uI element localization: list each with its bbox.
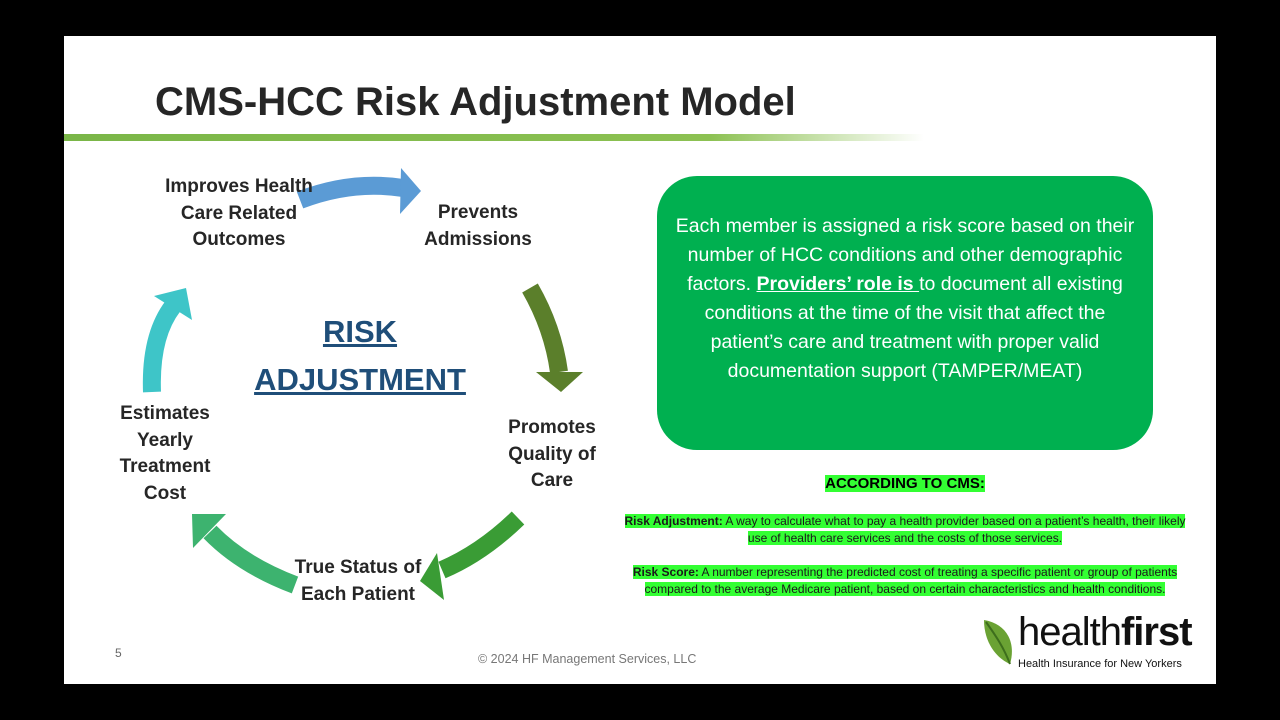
- title-underline-bar: [64, 134, 924, 141]
- center-label: RISK ADJUSTMENT: [240, 308, 480, 404]
- definition-term: Risk Score:: [632, 565, 699, 579]
- definition-term: Risk Adjustment:: [624, 514, 723, 528]
- center-label-line1: RISK: [322, 314, 398, 349]
- slide: CMS-HCC Risk Adjustment Model Improves H…: [64, 36, 1216, 684]
- definition-risk-adjustment: Risk Adjustment: A way to calculate what…: [620, 513, 1190, 547]
- cms-heading: ACCORDING TO CMS:: [825, 475, 985, 492]
- step-true-status: True Status of Each Patient: [294, 557, 422, 605]
- step-estimates-cost: Estimates Yearly Treatment Cost: [119, 403, 211, 504]
- step-promotes-quality: Promotes Quality of Care: [508, 417, 596, 491]
- arrow-blue: [296, 168, 421, 214]
- arrow-olive: [522, 283, 583, 392]
- copyright: © 2024 HF Management Services, LLC: [478, 652, 697, 666]
- arrow-green: [420, 511, 525, 600]
- callout-box: Each member is assigned a risk score bas…: [657, 176, 1153, 450]
- healthfirst-logo: healthfirst Health Insurance for New Yor…: [982, 610, 1193, 672]
- definition-text: A way to calculate what to pay a health …: [722, 514, 1186, 545]
- callout-text-before: Each member is assigned a risk score bas…: [675, 215, 1135, 295]
- step-improves-outcomes: Improves Health Care Related Outcomes: [165, 176, 313, 250]
- arrow-seagreen: [192, 514, 299, 594]
- logo-word-light: health: [1018, 610, 1122, 654]
- definition-text: A number representing the predicted cost…: [644, 565, 1178, 596]
- arrow-teal: [142, 288, 192, 393]
- page-number: 5: [115, 646, 122, 660]
- slide-title: CMS-HCC Risk Adjustment Model: [155, 80, 796, 124]
- step-prevents-admissions: Prevents Admissions: [424, 202, 532, 250]
- callout-text-after: to document all existing conditions at t…: [704, 273, 1123, 382]
- cycle-arrows: [142, 168, 583, 600]
- leaf-icon: [984, 620, 1012, 665]
- logo-tagline: Health Insurance for New Yorkers: [1018, 658, 1182, 670]
- definition-risk-score: Risk Score: A number representing the pr…: [620, 564, 1190, 598]
- callout-emphasis: Providers’ role is: [756, 273, 920, 295]
- logo-word-bold: first: [1120, 610, 1193, 654]
- center-label-line2: ADJUSTMENT: [254, 362, 466, 397]
